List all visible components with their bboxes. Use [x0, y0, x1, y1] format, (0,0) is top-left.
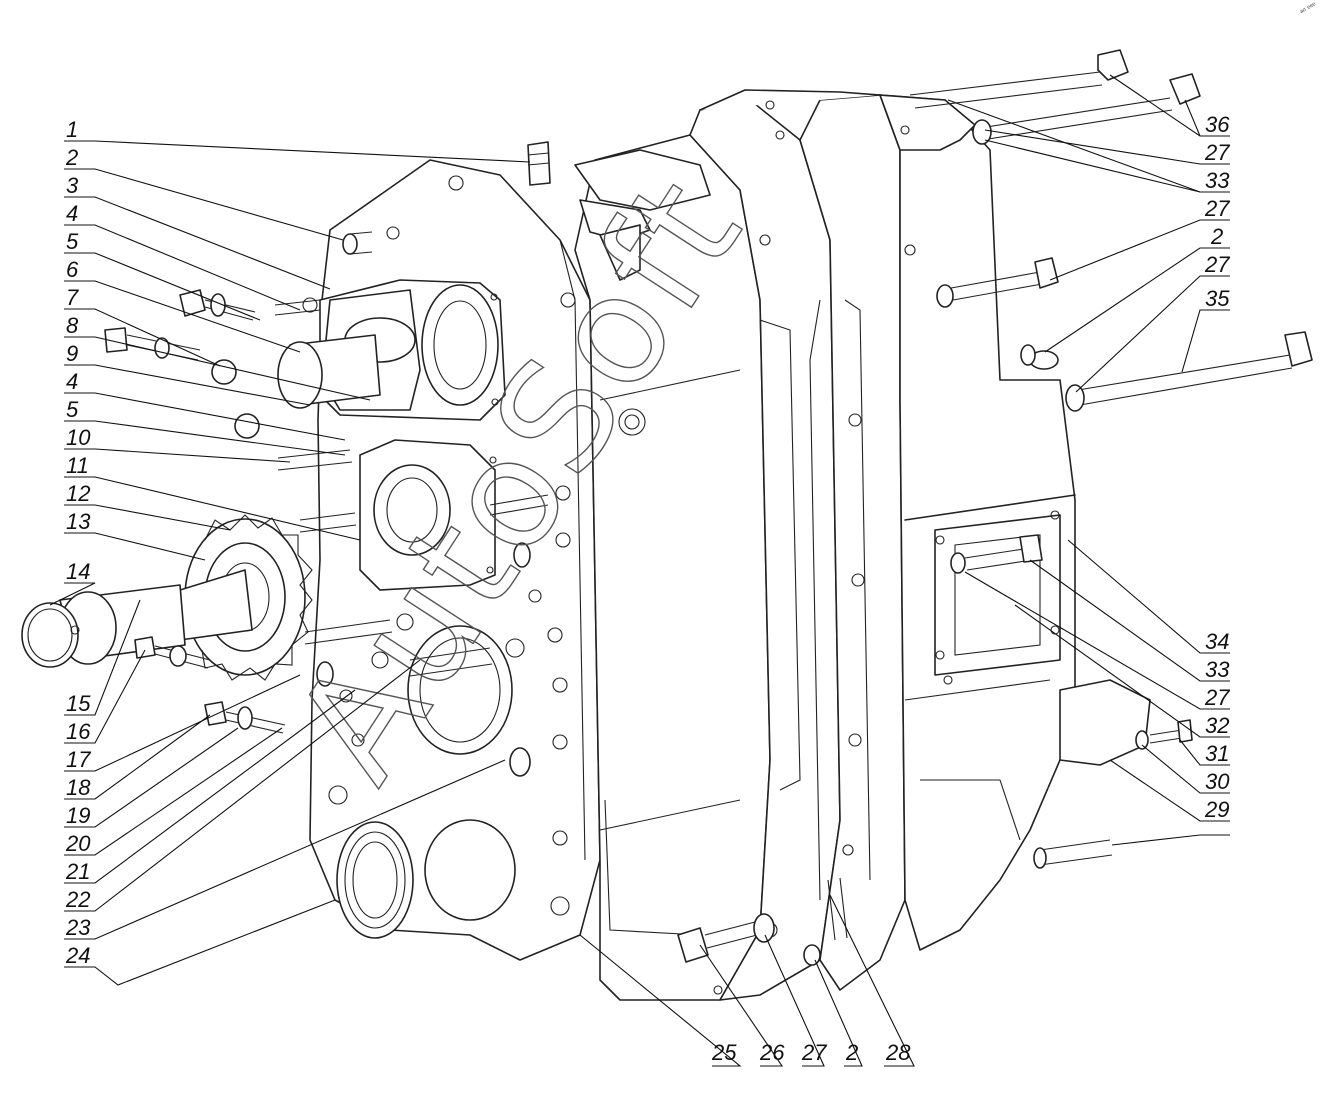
callout-labels-right: 36 27 33 27 2 27 35 34 33 27 32 31 30 29: [1204, 112, 1230, 822]
callout-16: 16: [66, 719, 91, 744]
callout-labels-left: 1 2 3 4 5 6 7 8 9 4 5 10 11 12 13 14 15 …: [65, 117, 91, 968]
callout-20: 20: [65, 831, 91, 856]
callout-6: 6: [66, 257, 79, 282]
callout-27b: 27: [1204, 196, 1230, 221]
callout-labels-bottom: 25 26 27 2 28: [711, 1040, 911, 1065]
callout-2r: 2: [1210, 224, 1223, 249]
callout-2: 2: [65, 145, 78, 170]
callout-5b: 5: [66, 397, 79, 422]
callout-8: 8: [66, 313, 79, 338]
corner-mark: ᵃᵒ ᵉᵉᵉ: [1299, 0, 1318, 16]
callout-27c: 27: [1204, 252, 1230, 277]
callout-19: 19: [66, 803, 90, 828]
callout-25: 25: [711, 1040, 737, 1065]
callout-4: 4: [66, 201, 78, 226]
callout-33b: 33: [1205, 657, 1230, 682]
callout-22: 22: [65, 887, 90, 912]
callout-23: 23: [65, 915, 91, 940]
callout-21: 21: [65, 859, 90, 884]
callout-30: 30: [1205, 769, 1230, 794]
callout-24: 24: [65, 943, 90, 968]
callout-35: 35: [1205, 286, 1230, 311]
studs-and-bolts: [104, 49, 1313, 966]
callout-32: 32: [1205, 713, 1229, 738]
lower-bearing-cover: [359, 439, 497, 591]
callout-12: 12: [66, 481, 90, 506]
leader-lines: [49, 74, 1230, 1067]
upper-bearing-cover: [277, 279, 506, 421]
callout-17: 17: [66, 747, 91, 772]
callout-29: 29: [1204, 797, 1229, 822]
callout-27a: 27: [1204, 140, 1230, 165]
bearing-bore-lower: [407, 625, 513, 755]
callout-28: 28: [885, 1040, 911, 1065]
callout-34: 34: [1205, 629, 1229, 654]
callout-1: 1: [66, 117, 78, 142]
callout-15: 15: [66, 691, 91, 716]
callout-5: 5: [66, 229, 79, 254]
callout-4b: 4: [66, 369, 78, 394]
drive-gear: [21, 514, 313, 681]
housing-holes: [328, 100, 1060, 995]
callout-27d: 27: [1204, 685, 1230, 710]
main-housing: [309, 89, 1076, 1001]
callout-10: 10: [66, 425, 91, 450]
callout-3: 3: [66, 173, 79, 198]
callout-33a: 33: [1205, 168, 1230, 193]
callout-11: 11: [66, 453, 89, 478]
callout-13: 13: [66, 509, 91, 534]
callout-7: 7: [66, 285, 79, 310]
callout-18: 18: [66, 775, 91, 800]
callout-26: 26: [759, 1040, 785, 1065]
callout-2b: 2: [845, 1040, 858, 1065]
callout-36: 36: [1205, 112, 1230, 137]
callout-14: 14: [66, 559, 90, 584]
callout-31: 31: [1205, 741, 1229, 766]
callout-9: 9: [66, 341, 78, 366]
callout-27e: 27: [801, 1040, 827, 1065]
